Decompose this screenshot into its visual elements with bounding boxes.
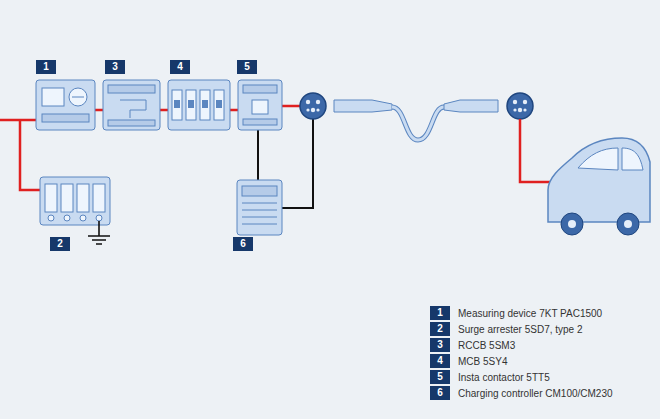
callout-number: 6 <box>233 237 253 251</box>
callout-number: 5 <box>430 370 450 384</box>
callout-number: 2 <box>50 237 70 251</box>
callout-number: 1 <box>430 306 450 320</box>
legend-text: MCB 5SY4 <box>458 355 507 368</box>
callout-number: 6 <box>430 386 450 400</box>
callout-number: 4 <box>170 60 190 74</box>
legend-text: Insta contactor 5TT5 <box>458 371 550 384</box>
callout-number: 4 <box>430 354 450 368</box>
callout-number: 3 <box>105 60 125 74</box>
callout-number: 2 <box>430 322 450 336</box>
callout-number: 5 <box>237 60 257 74</box>
legend-text: Measuring device 7KT PAC1500 <box>458 307 602 320</box>
callout-number: 3 <box>430 338 450 352</box>
callout-number: 1 <box>36 60 56 74</box>
legend-text: Charging controller CM100/CM230 <box>458 387 613 400</box>
legend-text: RCCB 5SM3 <box>458 339 515 352</box>
legend-text: Surge arrester 5SD7, type 2 <box>458 323 583 336</box>
